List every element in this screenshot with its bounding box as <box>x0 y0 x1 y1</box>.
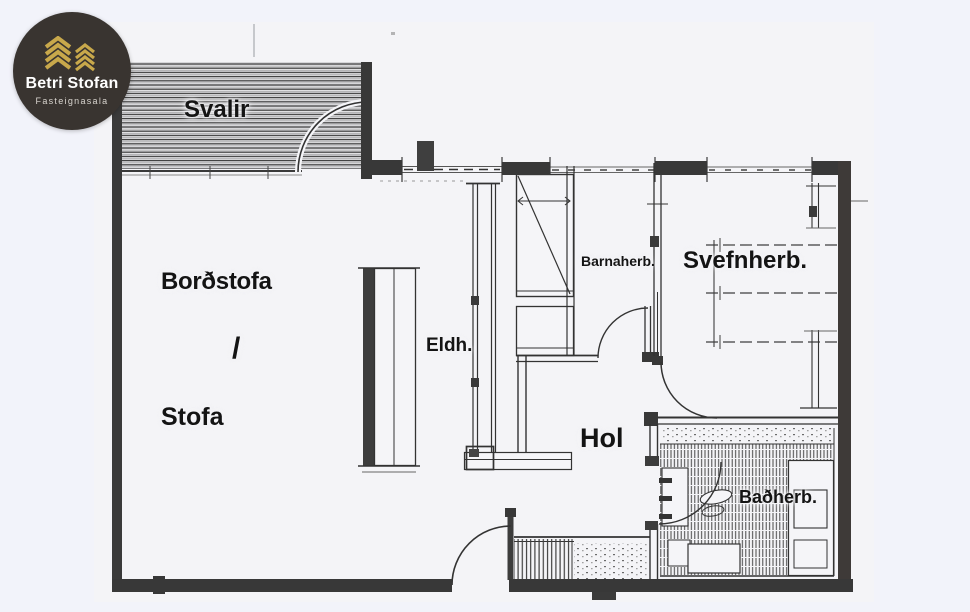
room-label-svalir: Svalir <box>184 96 250 123</box>
logo-gold-chevrons-icon <box>44 36 95 72</box>
room-label-bordstofa: Borðstofa <box>161 268 272 295</box>
room-label-eldhus: Eldh. <box>426 335 473 356</box>
room-label-badherbergi: Baðherb. <box>739 487 818 507</box>
logo-title: Betri Stofan <box>25 75 119 92</box>
room-label-hol: Hol <box>580 423 624 453</box>
logo-subtitle: Fasteignasala <box>35 96 109 106</box>
room-label-barnaherbergi: Barnaherb. <box>581 253 655 269</box>
room-label-stofa: Stofa <box>161 403 224 431</box>
agency-logo-badge: Betri Stofan Fasteignasala <box>13 12 131 130</box>
room-label-divider-slash: / <box>232 332 241 365</box>
room-label-svefnherbergi: Svefnherb. <box>683 247 808 274</box>
